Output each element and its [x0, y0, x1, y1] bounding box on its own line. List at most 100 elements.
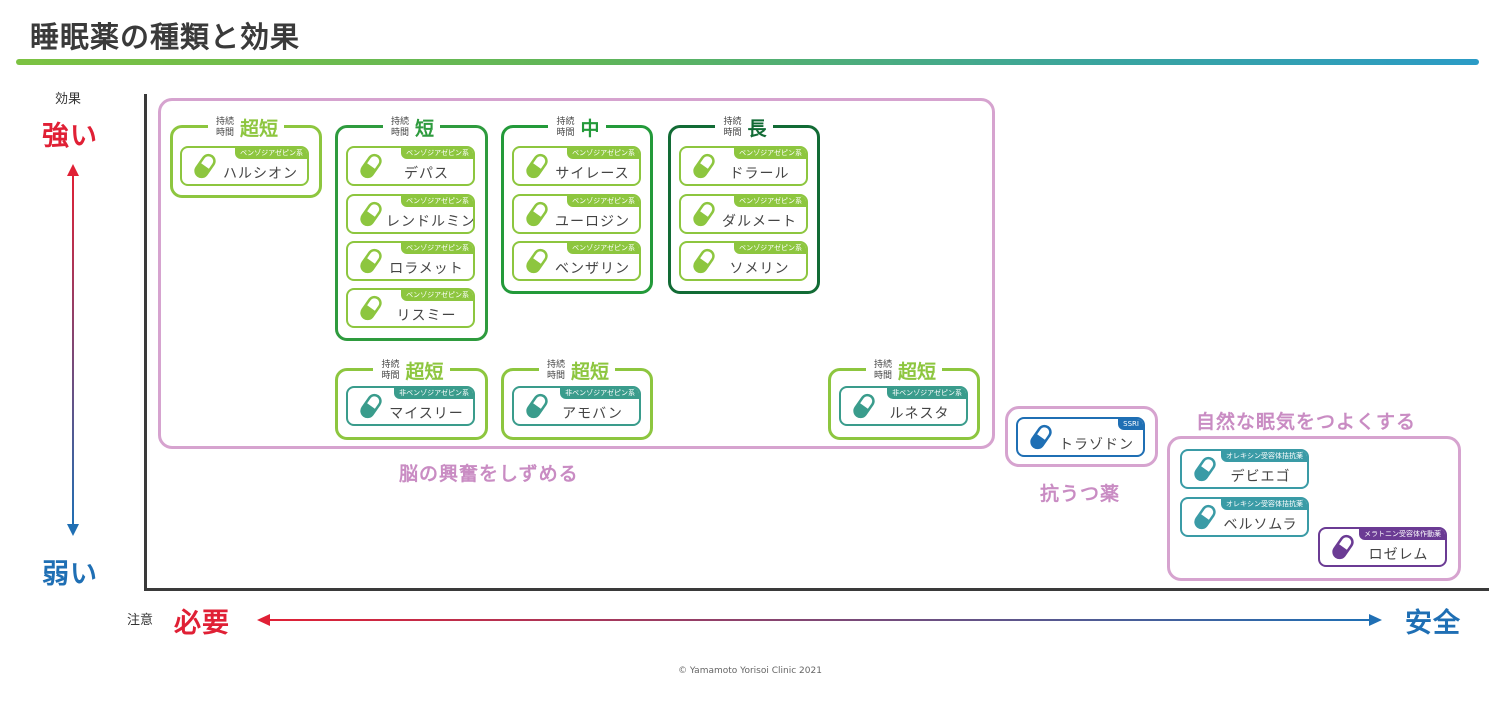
- drug-class-tag: 非ベンゾジアゼピン系: [394, 388, 473, 399]
- x-axis-right-label: 安全: [1405, 608, 1461, 639]
- duration-label: 超短: [897, 361, 936, 383]
- x-axis-left-label: 必要: [174, 608, 230, 639]
- y-axis-bottom-label: 弱い: [42, 559, 98, 590]
- pill-capsule-icon: [524, 393, 550, 419]
- drug-class-tag: メラトニン受容体作動薬: [1359, 529, 1445, 540]
- drug-name: ドラール: [729, 166, 790, 182]
- drug-class-tag: オレキシン受容体拮抗薬: [1221, 451, 1307, 462]
- group-box-antidepressant: [1005, 406, 1158, 467]
- drug-name: マイスリー: [389, 406, 464, 422]
- copyright: © Yamamoto Yorisoi Clinic 2021: [678, 666, 822, 676]
- drug-card-myslee: 非ベンゾジアゼピン系 マイスリー: [346, 386, 475, 426]
- drug-name: ユーロジン: [555, 214, 630, 230]
- pill-capsule-icon: [358, 201, 384, 227]
- drug-class-tag: ベンゾジアゼピン系: [567, 148, 639, 159]
- drug-card-belsomra: オレキシン受容体拮抗薬 ベルソムラ: [1180, 497, 1309, 537]
- duration-prefix: 持続時間: [215, 116, 234, 138]
- drug-name: ルネスタ: [889, 406, 950, 422]
- duration-prefix: 持続時間: [390, 116, 409, 138]
- vertical-double-arrow-icon: [67, 164, 79, 536]
- drug-card-rozerem: メラトニン受容体作動薬 ロゼレム: [1318, 527, 1447, 567]
- drug-card-halcion: ベンゾジアゼピン系 ハルシオン: [180, 146, 309, 186]
- drug-card-lendormin: ベンゾジアゼピン系 レンドルミン: [346, 194, 475, 234]
- duration-prefix: 持続時間: [546, 359, 565, 381]
- pill-capsule-icon: [1330, 534, 1356, 560]
- drug-card-dayvigo: オレキシン受容体拮抗薬 デビエゴ: [1180, 449, 1309, 489]
- drug-class-tag: ベンゾジアゼピン系: [401, 148, 473, 159]
- duration-label: 短: [414, 118, 434, 140]
- drug-class-tag: ベンゾジアゼピン系: [401, 290, 473, 301]
- drug-name: ロゼレム: [1368, 547, 1429, 563]
- pill-capsule-icon: [524, 201, 550, 227]
- drug-name: ダルメート: [722, 214, 797, 230]
- drug-card-trazodone: SSRI トラゾドン: [1016, 417, 1145, 457]
- drug-class-tag: 非ベンゾジアゼピン系: [887, 388, 966, 399]
- drug-class-tag: ベンゾジアゼピン系: [734, 243, 806, 254]
- drug-class-tag: 非ベンゾジアゼピン系: [560, 388, 639, 399]
- duration-label: 超短: [405, 361, 444, 383]
- pill-capsule-icon: [1028, 424, 1054, 450]
- drug-class-tag: ベンゾジアゼピン系: [734, 196, 806, 207]
- pill-capsule-icon: [851, 393, 877, 419]
- drug-card-lunesta: 非ベンゾジアゼピン系 ルネスタ: [839, 386, 968, 426]
- group-box-natural: [1167, 436, 1461, 581]
- drug-name: ロラメット: [389, 261, 464, 277]
- drug-name: サイレース: [555, 166, 630, 182]
- duration-prefix: 持続時間: [556, 116, 575, 138]
- page-title: 睡眠薬の種類と効果: [30, 20, 301, 54]
- drug-name: トラゾドン: [1059, 437, 1134, 453]
- pill-capsule-icon: [691, 201, 717, 227]
- duration-label: 長: [747, 118, 767, 140]
- y-axis-top-label: 強い: [42, 121, 98, 152]
- drug-card-dalmate: ベンゾジアゼピン系 ダルメート: [679, 194, 808, 234]
- pill-capsule-icon: [691, 153, 717, 179]
- drug-class-tag: ベンゾジアゼピン系: [734, 148, 806, 159]
- duration-label: 超短: [239, 118, 278, 140]
- drug-class-tag: SSRI: [1118, 419, 1143, 430]
- pill-capsule-icon: [192, 153, 218, 179]
- drug-name: ベルソムラ: [1223, 517, 1298, 533]
- duration-label: 中: [580, 118, 600, 140]
- horizontal-double-arrow-icon: [257, 614, 1382, 626]
- drug-card-benzalin: ベンゾジアゼピン系 ベンザリン: [512, 241, 641, 281]
- duration-label: 超短: [570, 361, 609, 383]
- drug-card-somelin: ベンゾジアゼピン系 ソメリン: [679, 241, 808, 281]
- pill-capsule-icon: [358, 248, 384, 274]
- title-underline: [16, 59, 1479, 65]
- pill-capsule-icon: [524, 153, 550, 179]
- drug-name: ソメリン: [729, 261, 790, 277]
- drug-card-rhythmy: ベンゾジアゼピン系 リスミー: [346, 288, 475, 328]
- drug-name: ハルシオン: [223, 166, 298, 182]
- group-label-natural: 自然な眠気をつよくする: [1196, 411, 1417, 433]
- group-label-antidepressant: 抗うつ薬: [1040, 483, 1121, 505]
- drug-card-eurodin: ベンゾジアゼピン系 ユーロジン: [512, 194, 641, 234]
- drug-class-tag: ベンゾジアゼピン系: [401, 243, 473, 254]
- drug-card-rhythmy-lormetazepam: ベンゾジアゼピン系 ロラメット: [346, 241, 475, 281]
- pill-capsule-icon: [691, 248, 717, 274]
- pill-capsule-icon: [358, 295, 384, 321]
- drug-card-amoban: 非ベンゾジアゼピン系 アモバン: [512, 386, 641, 426]
- drug-card-depas: ベンゾジアゼピン系 デパス: [346, 146, 475, 186]
- drug-name: デビエゴ: [1230, 469, 1291, 485]
- duration-prefix: 持続時間: [723, 116, 742, 138]
- drug-class-tag: ベンゾジアゼピン系: [235, 148, 307, 159]
- x-axis-caption: 注意: [127, 613, 154, 628]
- pill-capsule-icon: [358, 393, 384, 419]
- drug-name: レンドルミン: [386, 214, 475, 230]
- drug-name: デパス: [404, 166, 449, 182]
- pill-capsule-icon: [524, 248, 550, 274]
- drug-name: リスミー: [396, 308, 457, 324]
- y-axis-line: [144, 94, 147, 590]
- x-axis-line: [144, 588, 1489, 591]
- group-label-brain: 脳の興奮をしずめる: [399, 463, 579, 485]
- drug-card-silece: ベンゾジアゼピン系 サイレース: [512, 146, 641, 186]
- drug-class-tag: ベンゾジアゼピン系: [567, 196, 639, 207]
- group-box-brain: [158, 98, 995, 449]
- drug-class-tag: オレキシン受容体拮抗薬: [1221, 499, 1307, 510]
- pill-capsule-icon: [1192, 456, 1218, 482]
- pill-capsule-icon: [358, 153, 384, 179]
- drug-class-tag: ベンゾジアゼピン系: [401, 196, 473, 207]
- pill-capsule-icon: [1192, 504, 1218, 530]
- duration-prefix: 持続時間: [873, 359, 892, 381]
